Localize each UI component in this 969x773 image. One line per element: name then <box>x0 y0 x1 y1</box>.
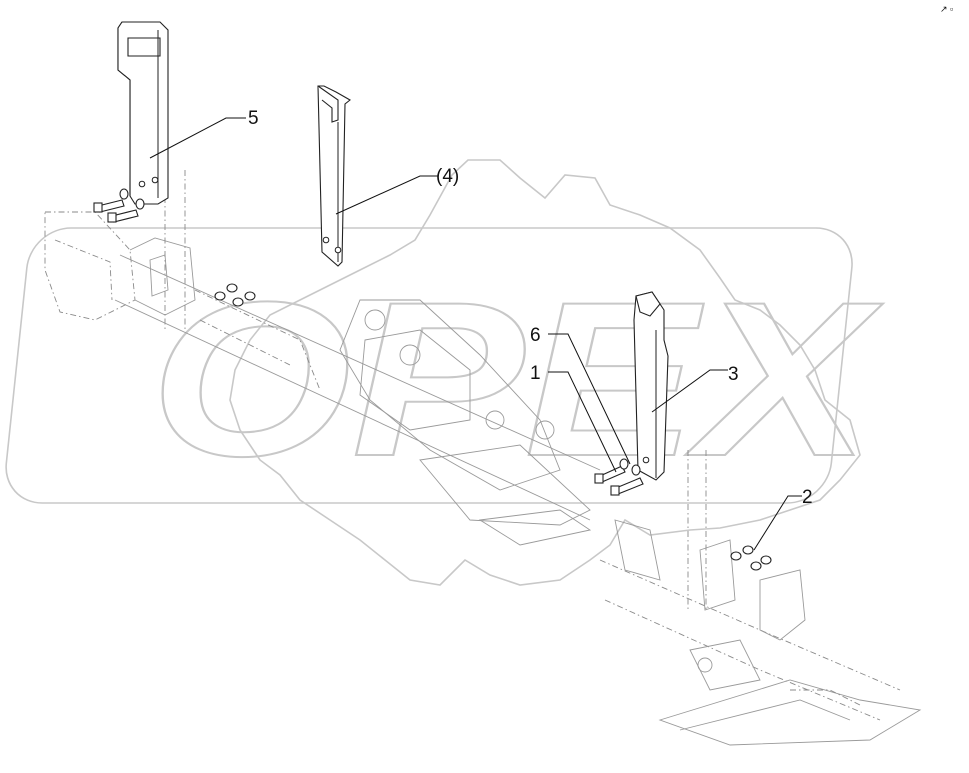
leader-2 <box>753 495 802 551</box>
callout-5: 5 <box>248 108 259 129</box>
bracket-part-3 <box>633 291 669 481</box>
frame-assembly <box>44 170 922 746</box>
bolts-part-5 <box>93 188 256 307</box>
callout-6: 6 <box>530 325 541 346</box>
leader-5 <box>149 117 246 159</box>
bracket-part-4 <box>317 85 351 267</box>
bracket-part-5 <box>117 21 169 205</box>
leader-1 <box>548 371 617 473</box>
leader-3 <box>651 369 728 413</box>
watermark-logo: OPEX <box>5 159 884 586</box>
bolts-part-1 <box>594 465 644 496</box>
watermark-plate <box>5 227 853 504</box>
corner-mark: ↗ ▫ <box>940 4 953 14</box>
callout-1: 1 <box>530 363 541 384</box>
watermark-text: OPEX <box>150 256 883 502</box>
washers-part-6 <box>619 458 641 476</box>
callout-2: 2 <box>802 487 813 508</box>
callout-4: (4) <box>436 166 459 187</box>
leader-6 <box>548 333 631 465</box>
leader-4 <box>335 175 438 215</box>
watermark-gear-outline <box>229 159 861 586</box>
callout-3: 3 <box>728 364 739 385</box>
nuts-part-2 <box>730 545 772 571</box>
